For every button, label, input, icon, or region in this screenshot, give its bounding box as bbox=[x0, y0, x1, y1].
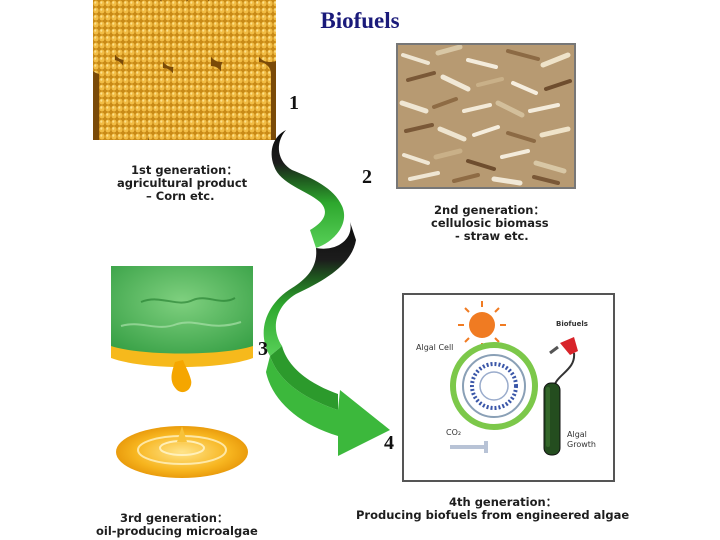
co2-pipe-icon bbox=[450, 441, 488, 453]
fuel-nozzle-icon bbox=[549, 337, 578, 390]
algal-label: Algal bbox=[567, 430, 587, 439]
caption-1-line-2: agricultural product bbox=[117, 176, 248, 190]
generation-number-2: 2 bbox=[362, 166, 372, 188]
algae-growth-tube-icon bbox=[543, 382, 561, 456]
co2-label: CO₂ bbox=[446, 428, 462, 437]
algal-growth-label: Algal Growth bbox=[567, 430, 596, 450]
straw-biomass-image bbox=[396, 43, 576, 189]
caption-2-line-3: - straw etc. bbox=[455, 229, 529, 243]
generation-caption-1: 1st generation： agricultural product – C… bbox=[117, 164, 247, 203]
generation-number-3: 3 bbox=[258, 338, 268, 360]
generation-number-4: 4 bbox=[384, 432, 394, 454]
generation-caption-3: 3rd generation： oil-producing microalgae bbox=[96, 512, 258, 538]
growth-label: Growth bbox=[567, 440, 596, 449]
slide-title: Biofuels bbox=[320, 8, 400, 33]
generation-flow-arrow bbox=[262, 118, 412, 463]
corn-image bbox=[93, 0, 276, 140]
caption-3-line-2: oil-producing microalgae bbox=[96, 524, 258, 538]
caption-2-line-2: cellulosic biomass bbox=[431, 216, 549, 230]
caption-2-line-1: 2nd generation： bbox=[434, 203, 545, 217]
sun-icon bbox=[458, 301, 506, 349]
algal-cell-label: Algal Cell bbox=[416, 343, 454, 352]
algal-cell-icon bbox=[450, 342, 538, 430]
engineered-algae-panel: Algal Cell Biofuels CO₂ Algal Growth bbox=[402, 293, 615, 482]
microalgae-oil-image bbox=[111, 266, 253, 484]
caption-4-line-2: Producing biofuels from engineered algae bbox=[356, 508, 630, 522]
caption-3-line-1: 3rd generation： bbox=[120, 511, 229, 525]
caption-1-line-3: – Corn etc. bbox=[146, 189, 215, 203]
biofuels-label: Biofuels bbox=[556, 320, 588, 328]
generation-caption-2: 2nd generation： cellulosic biomass - str… bbox=[431, 204, 549, 243]
caption-4-line-1: 4th generation： bbox=[449, 495, 558, 509]
generation-caption-4: 4th generation： Producing biofuels from … bbox=[356, 496, 629, 522]
caption-1-line-1: 1st generation： bbox=[131, 163, 238, 177]
generation-number-1: 1 bbox=[289, 92, 299, 114]
